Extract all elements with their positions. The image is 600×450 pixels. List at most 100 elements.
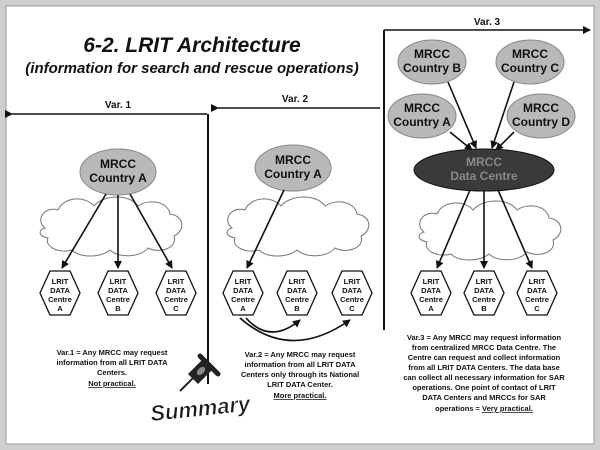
variant-3-note: operations. One point of contact of LRIT (412, 383, 556, 392)
centre-label: DATA (287, 286, 307, 295)
variant-2-label: Var. 2 (282, 94, 309, 105)
request-arrow (495, 131, 515, 151)
mrcc-node-label: Country A (393, 115, 451, 129)
mrcc-country-c-node (495, 39, 565, 85)
mrcc-node-label: Country D (512, 115, 570, 129)
request-arrow (129, 193, 173, 269)
lrit-centre-c: LRIT DATA Centre C (516, 270, 558, 316)
hub-label: MRCC (466, 155, 502, 169)
centre-label: DATA (474, 286, 494, 295)
variant-3-label: Var. 3 (474, 17, 501, 28)
centre-label: DATA (342, 286, 362, 295)
page-title: 6-2. LRIT Architecture (83, 34, 301, 57)
variant-3-note-prefix: operations = (435, 404, 482, 413)
centre-label: LRIT (344, 277, 361, 286)
variant-2-panel: Var. 2 MRCC Country A LRIT DATA Centre A… (211, 94, 380, 400)
mrcc-node-label: MRCC (523, 101, 559, 115)
mrcc-node-label: MRCC (414, 47, 450, 61)
forward-arrow-to-b (245, 317, 301, 333)
pushpin-icon (179, 353, 221, 392)
variant-2-note: information from all LRIT DATA (245, 360, 357, 369)
centre-label: LRIT (289, 277, 306, 286)
mrcc-node-label: MRCC (275, 153, 311, 167)
centre-label: Centre (48, 295, 72, 304)
mrcc-node-label: MRCC (100, 157, 136, 171)
request-arrow (246, 189, 285, 269)
variant-2-note: LRIT DATA Center. (267, 380, 333, 389)
variant-1-note: Centers. (97, 368, 127, 377)
centre-label: Centre (285, 295, 309, 304)
variant-3-note-last: operations = Very practical. (435, 404, 533, 413)
forward-arrow-to-c (239, 317, 351, 342)
mrcc-country-b-node (397, 39, 467, 85)
centre-label: B (294, 304, 300, 313)
centre-label: Centre (231, 295, 255, 304)
mrcc-country-d-node (506, 93, 576, 139)
variant-2-note: Var.2 = Any MRCC may request (245, 350, 356, 359)
lrit-centre-b: LRIT DATA Centre B (97, 270, 139, 316)
centre-label: DATA (166, 286, 186, 295)
request-arrow (61, 193, 107, 269)
mrcc-node-label: Country C (501, 61, 559, 75)
hub-label: Data Centre (450, 169, 518, 183)
centre-label: Centre (106, 295, 130, 304)
centre-label: A (240, 304, 246, 313)
variant-3-note: can collect all necessary information fo… (403, 373, 565, 382)
centre-label: LRIT (168, 277, 185, 286)
centre-label: C (349, 304, 355, 313)
centre-label: Centre (472, 295, 496, 304)
lrit-centre-c: LRIT DATA Centre C (331, 270, 373, 316)
centre-label: DATA (108, 286, 128, 295)
centre-label: LRIT (110, 277, 127, 286)
lrit-centre-b: LRIT DATA Centre B (276, 270, 318, 316)
centre-label: B (481, 304, 487, 313)
collect-arrow (436, 189, 471, 269)
centre-label: C (534, 304, 540, 313)
variant-3-note: from all LRIT DATA Centers. The data bas… (408, 363, 560, 372)
variant-3-note: Centre can request and collect informati… (408, 353, 561, 362)
centre-label: A (428, 304, 434, 313)
variant-2-verdict: More practical. (274, 391, 327, 400)
centre-label: Centre (164, 295, 188, 304)
centre-label: C (173, 304, 179, 313)
centre-label: A (57, 304, 63, 313)
variant-1-label: Var. 1 (105, 100, 132, 111)
mrcc-node-label: Country B (403, 61, 461, 75)
centre-label: DATA (233, 286, 253, 295)
variant-3-verdict: Very practical. (482, 404, 533, 413)
centre-label: LRIT (476, 277, 493, 286)
centre-label: Centre (419, 295, 443, 304)
mrcc-country-a-node (387, 93, 457, 139)
mrcc-node-label: Country A (264, 167, 322, 181)
centre-label: LRIT (423, 277, 440, 286)
lrit-centre-c: LRIT DATA Centre C (155, 270, 197, 316)
mrcc-node-label: Country A (89, 171, 147, 185)
centre-label: Centre (525, 295, 549, 304)
lrit-centre-b: LRIT DATA Centre B (463, 270, 505, 316)
variant-1-note: information from all LRIT DATA (57, 358, 169, 367)
variant-3-note: from centralized MRCC Data Centre. The (412, 343, 556, 352)
lrit-centre-a: LRIT DATA Centre A (410, 270, 452, 316)
centre-label: LRIT (52, 277, 69, 286)
network-cloud-2 (226, 196, 370, 257)
centre-label: LRIT (235, 277, 252, 286)
collect-arrow (497, 189, 533, 269)
variant-1-verdict: Not practical. (88, 379, 136, 388)
page-subtitle: (information for search and rescue opera… (25, 60, 358, 77)
mrcc-country-a-node (254, 144, 332, 192)
centre-label: B (115, 304, 121, 313)
lrit-centre-a: LRIT DATA Centre A (222, 270, 264, 316)
centre-label: LRIT (529, 277, 546, 286)
centre-label: Centre (340, 295, 364, 304)
mrcc-node-label: MRCC (404, 101, 440, 115)
centre-label: DATA (421, 286, 441, 295)
centre-label: DATA (50, 286, 70, 295)
network-cloud-1 (39, 196, 183, 257)
network-cloud-3 (418, 200, 562, 261)
variant-1-note: Var.1 = Any MRCC may request (57, 348, 168, 357)
request-arrow (490, 81, 515, 149)
variant-3-panel: Var. 3 MRCC Country B MRCC Country C MRC… (384, 17, 591, 413)
request-arrow (449, 131, 473, 151)
mrcc-node-label: MRCC (512, 47, 548, 61)
